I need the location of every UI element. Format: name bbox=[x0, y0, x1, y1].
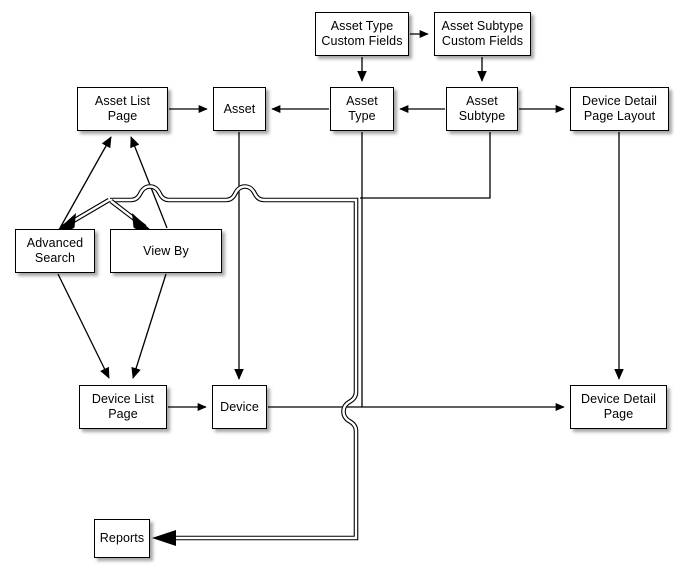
node-label: Asset List Page bbox=[94, 94, 151, 123]
node-asset-type-custom-fields[interactable]: Asset Type Custom Fields bbox=[315, 12, 409, 56]
node-label: Asset bbox=[223, 101, 256, 116]
node-advanced-search[interactable]: Advanced Search bbox=[15, 229, 95, 273]
node-device[interactable]: Device bbox=[212, 385, 267, 429]
node-asset-type[interactable]: Asset Type bbox=[330, 87, 394, 131]
bus-branch-view-by-outer bbox=[109, 199, 147, 229]
node-label: Advanced Search bbox=[26, 236, 84, 265]
node-device-detail-page[interactable]: Device Detail Page bbox=[570, 385, 667, 429]
edge-asset-subtype-to-bus bbox=[360, 132, 491, 199]
node-label: Asset Subtype bbox=[458, 94, 506, 123]
node-label: View By bbox=[143, 243, 189, 258]
node-device-detail-page-layout[interactable]: Device Detail Page Layout bbox=[570, 87, 669, 131]
node-label: Asset Type bbox=[346, 94, 378, 123]
node-label: Device Detail Page bbox=[581, 392, 656, 421]
node-label: Asset Type Custom Fields bbox=[321, 19, 403, 48]
node-asset-list-page[interactable]: Asset List Page bbox=[77, 87, 168, 131]
node-label: Asset Subtype Custom Fields bbox=[441, 19, 524, 48]
node-label: Device List Page bbox=[91, 392, 155, 421]
node-device-list-page[interactable]: Device List Page bbox=[79, 385, 167, 429]
node-view-by[interactable]: View By bbox=[110, 229, 222, 273]
node-label: Device bbox=[220, 399, 259, 414]
node-asset[interactable]: Asset bbox=[213, 87, 266, 131]
node-label: Device Detail Page Layout bbox=[582, 94, 657, 123]
edge-view-by-to-asset-list-page bbox=[130, 136, 168, 229]
bus-branch-advanced-search-outer bbox=[61, 198, 111, 229]
node-label: Reports bbox=[99, 531, 145, 545]
bus-branch-view-by-inner bbox=[110, 200, 146, 228]
node-reports[interactable]: Reports bbox=[94, 519, 150, 558]
node-asset-subtype-custom-fields[interactable]: Asset Subtype Custom Fields bbox=[434, 12, 531, 56]
edge-advanced-search-to-device-list-page bbox=[57, 273, 110, 379]
bus-arrowhead-reports bbox=[152, 530, 176, 546]
edge-advanced-search-to-asset-list-page bbox=[59, 136, 112, 229]
edge-view-by-to-device-list-page bbox=[131, 273, 167, 379]
bus-branch-advanced-search-inner bbox=[62, 198, 110, 229]
node-asset-subtype[interactable]: Asset Subtype bbox=[446, 87, 518, 131]
